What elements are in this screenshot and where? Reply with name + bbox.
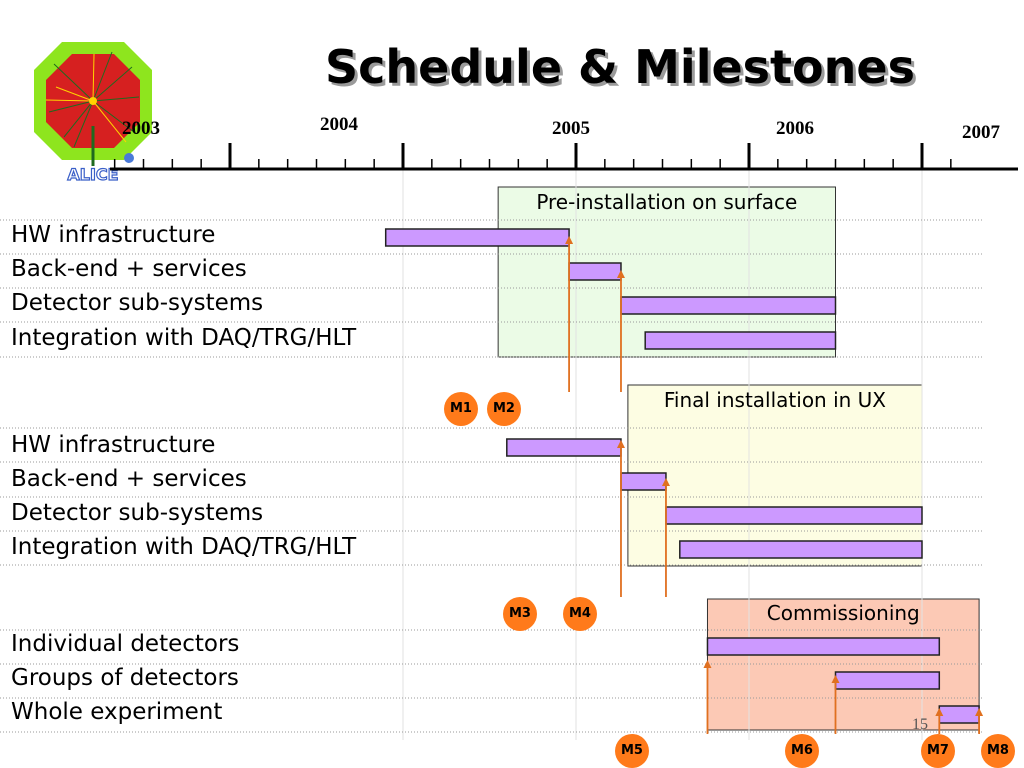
task-bar [679,540,923,559]
milestone-arrowhead [565,236,574,244]
alice-logo: ALICE [34,42,152,182]
milestone-arrowhead [975,708,984,716]
task-bar [620,472,667,491]
milestone-arrowhead [831,675,840,683]
alice-logo-text: ALICE [67,165,118,182]
page-title: Schedule & Milestones [325,40,915,94]
milestone-arrowhead [616,270,625,278]
task-bar [506,438,622,457]
task-bar [384,228,570,247]
task-bar [665,506,923,525]
milestone-arrowhead [703,660,712,668]
task-bar [568,262,622,281]
phase-box [497,186,836,358]
task-bar [834,671,941,690]
page-number: 15 [912,716,928,733]
task-bar [706,637,941,656]
milestone-arrowhead [616,440,625,448]
milestone-arrowhead [935,708,944,716]
task-bar [938,705,980,724]
task-bar [644,331,837,350]
phase-box [627,384,923,567]
milestone-arrowhead [661,478,670,486]
task-bar [620,296,837,315]
